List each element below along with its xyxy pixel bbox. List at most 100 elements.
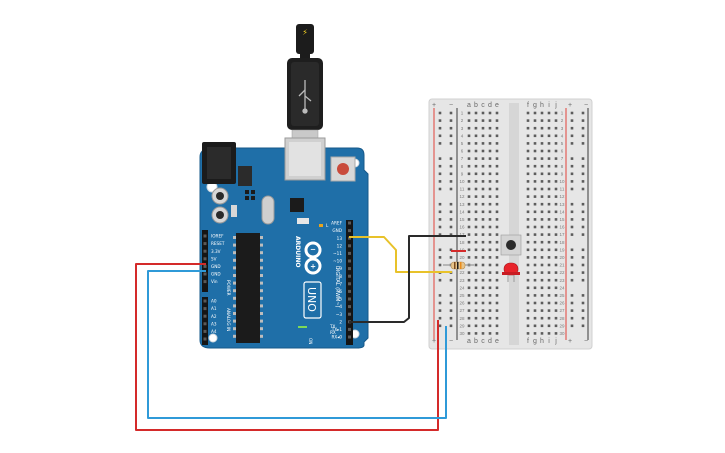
row-number: 24 [459,285,465,290]
digital-pin[interactable] [348,312,351,316]
row-number: 25 [459,293,465,298]
row-number: 20 [559,255,565,260]
wire-pin2-black [349,235,466,323]
rail-minus-label: − [584,102,588,109]
model-label: UNO [305,287,318,312]
row-number: 24 [559,285,565,290]
row-number: 25 [559,293,565,298]
power-pin[interactable] [203,264,207,268]
power-pin[interactable] [203,234,207,238]
column-letter-top: i [548,102,550,109]
analog-pin[interactable] [203,299,207,303]
row-number: 6 [461,149,464,154]
power-pin[interactable] [203,257,207,261]
row-number: 7 [461,156,464,161]
digital-pin[interactable] [348,282,351,286]
row-number: 29 [559,323,565,328]
column-letter-top: a [467,102,471,109]
row-number: 28 [559,316,565,321]
row-number: 2 [461,118,464,123]
power-pin-label: GND [211,264,221,269]
power-pin-label: RESET [211,241,225,246]
column-letter-top: c [481,102,485,109]
atmega-chip [236,233,260,343]
digital-pin[interactable] [348,236,351,240]
digital-pin[interactable] [348,267,351,271]
digital-pin-label: AREF [331,221,342,226]
arduino-logo: − + ARDUINO UNO [294,236,322,319]
analog-pin[interactable] [203,322,207,326]
digital-pin-label: 7 [339,281,342,286]
power-pin-label: IOREF [211,234,224,239]
digital-pin[interactable] [348,297,351,301]
wire-gnd-blue [147,270,447,419]
digital-pin-label: ~6 [336,289,343,294]
row-number: 26 [559,301,565,306]
row-number: 27 [459,308,465,313]
digital-pin[interactable] [348,244,351,248]
column-letter-top: g [533,102,537,109]
digital-pin[interactable] [348,274,351,278]
digital-pin[interactable] [348,289,351,293]
analog-pin[interactable] [203,314,207,318]
row-number: 6 [561,149,564,154]
power-pin-label: 5V [211,256,217,261]
row-number: 17 [559,232,565,237]
power-pin-label: Vin [211,279,218,284]
column-letter-bottom: j [554,338,557,345]
row-number: 9 [461,171,464,176]
analog-pin[interactable] [203,337,207,341]
row-number: 29 [459,323,465,328]
column-letter-top: e [495,102,499,109]
resistor[interactable] [443,261,474,270]
row-number: 30 [459,331,465,336]
red-led[interactable] [502,262,520,282]
digital-pin[interactable] [348,259,351,263]
column-letter-top: f [527,102,529,109]
row-number: 27 [559,308,565,313]
analog-pin-label: A1 [211,306,217,311]
digital-pin-label: TX▸1 [331,327,343,332]
column-letter-bottom: c [481,338,485,345]
digital-pin[interactable] [348,251,351,255]
rail-minus-label: − [449,102,453,109]
row-number: 30 [559,331,565,336]
row-number: 15 [559,217,565,222]
digital-pin[interactable] [348,221,351,225]
usb-cable[interactable]: ⚡ [287,24,323,143]
digital-pin[interactable] [348,335,351,339]
analog-pin[interactable] [203,329,207,333]
row-number: 3 [561,126,564,131]
digital-label: DIGITAL (PWM~) [334,266,340,308]
digital-pin-label: 8 [339,274,342,279]
power-pin[interactable] [203,272,207,276]
analog-label: ANALOG IN [226,308,231,331]
analog-pin-label: A4 [211,329,217,334]
analog-pin-label: A3 [211,321,217,326]
row-number: 4 [561,133,564,138]
power-pin[interactable] [203,249,207,253]
column-letter-bottom: g [533,338,537,345]
row-number: 23 [459,278,465,283]
analog-pin[interactable] [203,307,207,311]
power-pin-label: 3.3V [211,249,221,254]
power-pin[interactable] [203,242,207,246]
analog-pin-label: A5 [211,337,217,342]
power-pin-label: GND [211,272,221,277]
row-number: 18 [559,240,565,245]
digital-pin[interactable] [348,327,351,331]
digital-pin[interactable] [348,229,351,233]
row-number: 5 [561,141,564,146]
row-number: 15 [459,217,465,222]
l-led-label: L [326,223,329,228]
digital-pin-label: 12 [337,243,343,248]
row-number: 22 [459,270,465,275]
digital-pin[interactable] [348,305,351,309]
rx-label: RX [330,330,336,335]
row-number: 10 [459,179,465,184]
power-pin[interactable] [203,280,207,284]
pushbutton[interactable] [500,234,522,256]
